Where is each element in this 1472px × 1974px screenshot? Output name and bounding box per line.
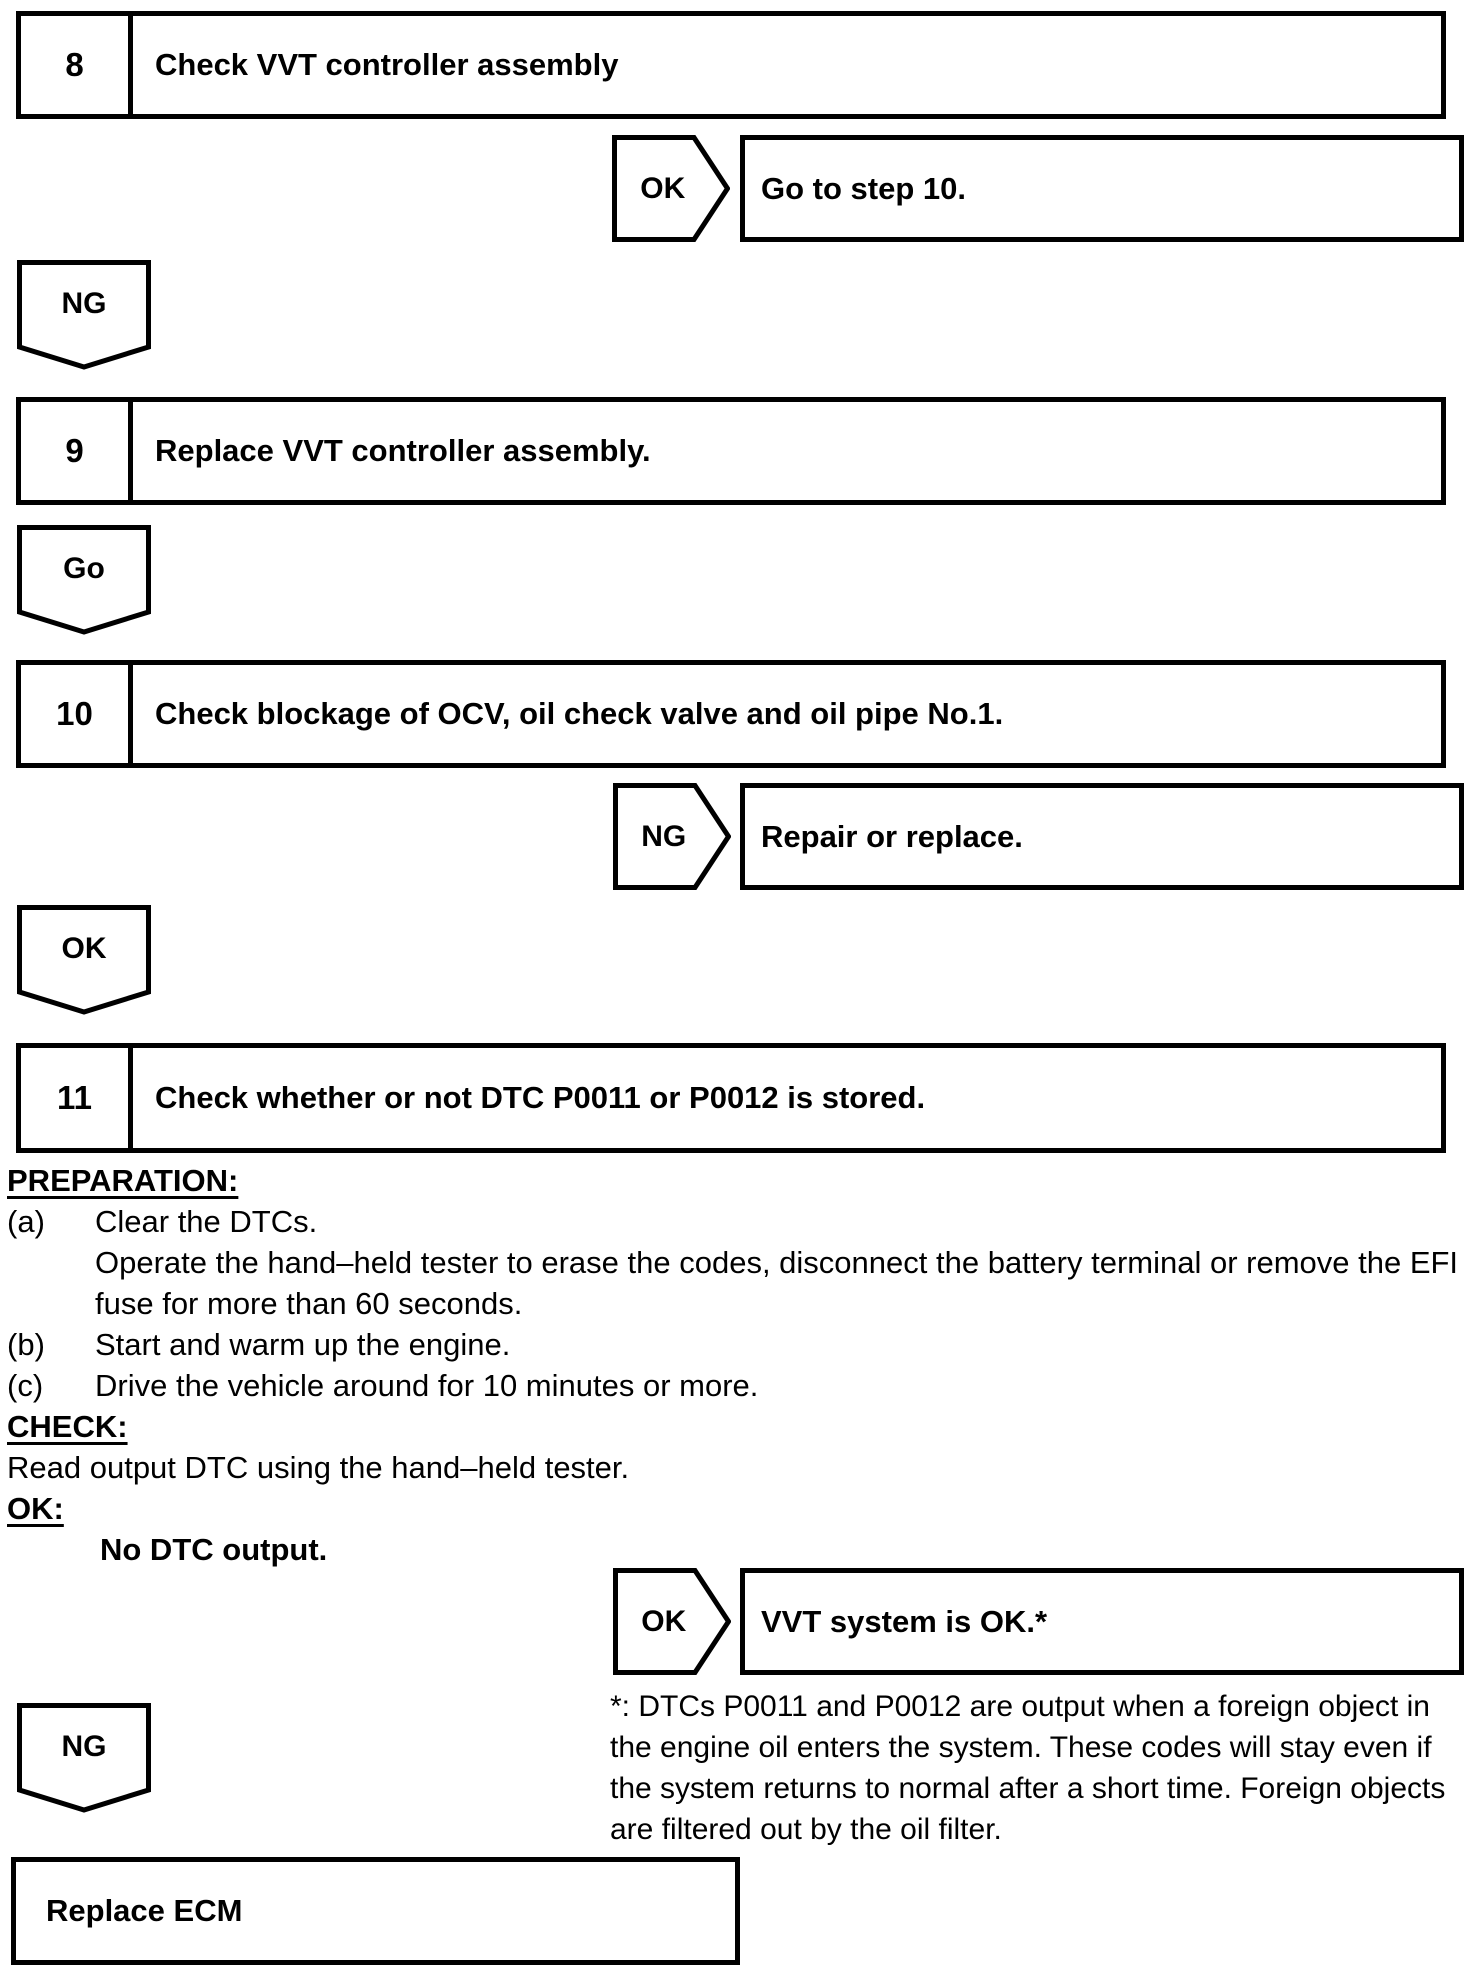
item-a-line-2: Operate the hand–held tester to erase th… [95, 1245, 1459, 1280]
step-9-title: Replace VVT controller assembly. [155, 433, 651, 468]
down-arrow-pentagon-icon [17, 905, 151, 1015]
preparation-heading: PREPARATION: [7, 1163, 239, 1198]
step-8-number: 8 [21, 16, 133, 114]
connector-ok-step10-pentagon: OK [17, 905, 151, 1015]
connector-ng-step8-pentagon: NG [17, 260, 151, 370]
branch-ok-step11-pentagon: OK [613, 1568, 731, 1675]
item-b-marker: (b) [7, 1327, 45, 1362]
footnote-line-1: *: DTCs P0011 and P0012 are output when … [610, 1690, 1430, 1723]
down-arrow-pentagon-icon [17, 1703, 151, 1813]
footnote-line-4: are filtered out by the oil filter. [610, 1813, 1002, 1846]
item-a-marker: (a) [7, 1204, 45, 1239]
right-arrow-pentagon-icon [612, 135, 730, 242]
step-9-box: 9 Replace VVT controller assembly. [16, 397, 1446, 505]
item-a-line-3: fuse for more than 60 seconds. [95, 1286, 523, 1321]
step-10-number: 10 [21, 665, 133, 763]
ok-heading: OK: [7, 1491, 64, 1526]
step-11-title: Check whether or not DTC P0011 or P0012 … [155, 1080, 926, 1115]
step-11-number: 11 [21, 1048, 133, 1148]
branch-ng-step10-pentagon: NG [613, 783, 731, 890]
check-heading: CHECK: [7, 1409, 128, 1444]
footnote-text: *: DTCs P0011 and P0012 are output when … [610, 1686, 1460, 1850]
branch-ok-step11-result-box: VVT system is OK.* [740, 1568, 1464, 1675]
step-8-title: Check VVT controller assembly [155, 47, 619, 82]
branch-ok-step8-label: OK [640, 171, 686, 205]
footnote-line-2: the engine oil enters the system. These … [610, 1731, 1432, 1764]
step-11-box: 11 Check whether or not DTC P0011 or P00… [16, 1043, 1446, 1153]
down-arrow-pentagon-icon [17, 525, 151, 635]
step-8-box: 8 Check VVT controller assembly [16, 11, 1446, 119]
step-10-box: 10 Check blockage of OCV, oil check valv… [16, 660, 1446, 768]
connector-go-step9-label: Go [63, 552, 105, 585]
branch-ok-step11-label: OK [641, 1604, 687, 1638]
item-c-marker: (c) [7, 1368, 44, 1403]
item-c-line-1: Drive the vehicle around for 10 minutes … [95, 1368, 759, 1403]
branch-ok-step8-pentagon: OK [612, 135, 730, 242]
step-9-number: 9 [21, 402, 133, 500]
footnote-line-3: the system returns to normal after a sho… [610, 1772, 1446, 1805]
branch-ng-step10-result-box: Repair or replace. [740, 783, 1464, 890]
connector-ng-step8-label: NG [61, 287, 107, 320]
connector-ok-step10-label: OK [61, 932, 107, 965]
item-b-line-1: Start and warm up the engine. [95, 1327, 511, 1362]
branch-ng-step10-label: NG [641, 819, 687, 853]
check-text: Read output DTC using the hand–held test… [7, 1450, 630, 1485]
step-10-title: Check blockage of OCV, oil check valve a… [155, 696, 1004, 731]
connector-ng-step11-pentagon: NG [17, 1703, 151, 1813]
down-arrow-pentagon-icon [17, 260, 151, 370]
final-action-box: Replace ECM [11, 1857, 740, 1965]
connector-go-step9-pentagon: Go [17, 525, 151, 635]
ok-result-text: No DTC output. [100, 1532, 328, 1567]
item-a-line-1: Clear the DTCs. [95, 1204, 318, 1239]
right-arrow-pentagon-icon [613, 1568, 731, 1675]
procedure-text-block: PREPARATION: (a) Clear the DTCs. Operate… [7, 1160, 1459, 1570]
connector-ng-step11-label: NG [61, 1730, 107, 1763]
right-arrow-pentagon-icon [613, 783, 731, 890]
branch-ok-step8-result-box: Go to step 10. [740, 135, 1464, 242]
